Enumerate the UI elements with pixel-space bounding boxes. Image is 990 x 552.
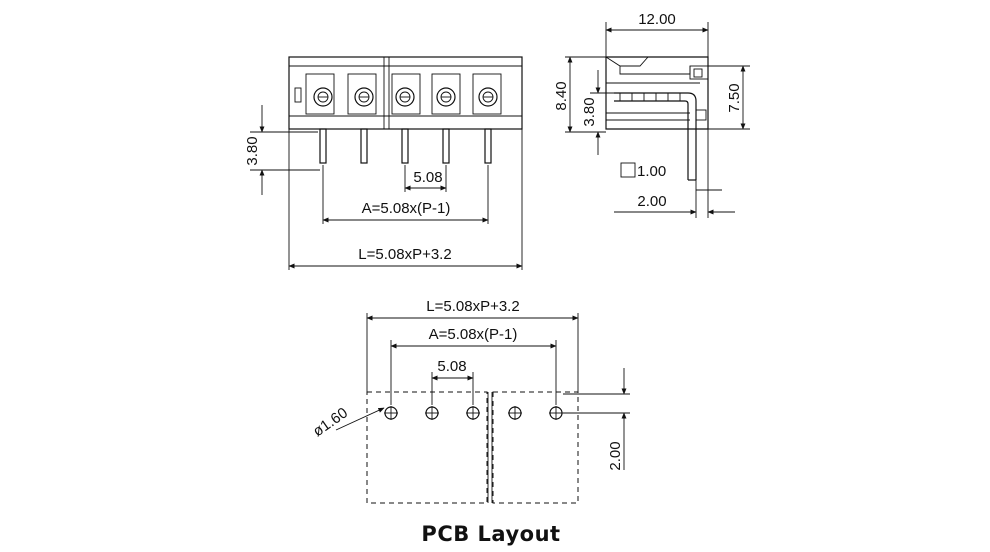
pcb-hole-label: ø1.60	[310, 404, 351, 440]
side-depth-label: 12.00	[638, 11, 676, 28]
side-view: 12.00 8.40 3.80 7.50 1.00 2.00	[553, 11, 750, 218]
pcb-row-offset-label: 2.00	[607, 441, 624, 470]
front-terminals	[305, 73, 502, 115]
front-pins	[319, 128, 492, 164]
pcb-outline-left	[366, 391, 488, 504]
side-pin-offset-label: 3.80	[581, 97, 598, 126]
pcb-layout-title: PCB Layout	[421, 522, 560, 546]
pin-square-icon	[620, 162, 636, 178]
pcb-holes	[384, 406, 563, 420]
pcb-layout: L=5.08xP+3.2 A=5.08x(P-1) 5.08 ø1.60 2.0…	[310, 298, 630, 546]
front-total-length-label: L=5.08xP+3.2	[358, 246, 451, 263]
front-housing	[288, 56, 523, 130]
front-view: 3.80 5.08 A=5.08x(P-1) L=5.08xP+3.2	[244, 56, 523, 270]
side-pin	[614, 92, 697, 180]
pcb-pitch-label: 5.08	[437, 358, 466, 375]
side-body-height-label: 7.50	[726, 83, 743, 112]
side-height-label: 8.40	[553, 81, 570, 110]
front-pin-span-label: A=5.08x(P-1)	[362, 200, 451, 217]
side-pin-size-label: 1.00	[637, 163, 666, 180]
front-pitch-label: 5.08	[413, 169, 442, 186]
pcb-outline-right	[492, 391, 579, 504]
front-pin-length-label: 3.80	[244, 136, 261, 165]
pcb-pin-span-label: A=5.08x(P-1)	[429, 326, 518, 343]
pcb-total-length-label: L=5.08xP+3.2	[426, 298, 519, 315]
side-pin-pitch-label: 2.00	[637, 193, 666, 210]
